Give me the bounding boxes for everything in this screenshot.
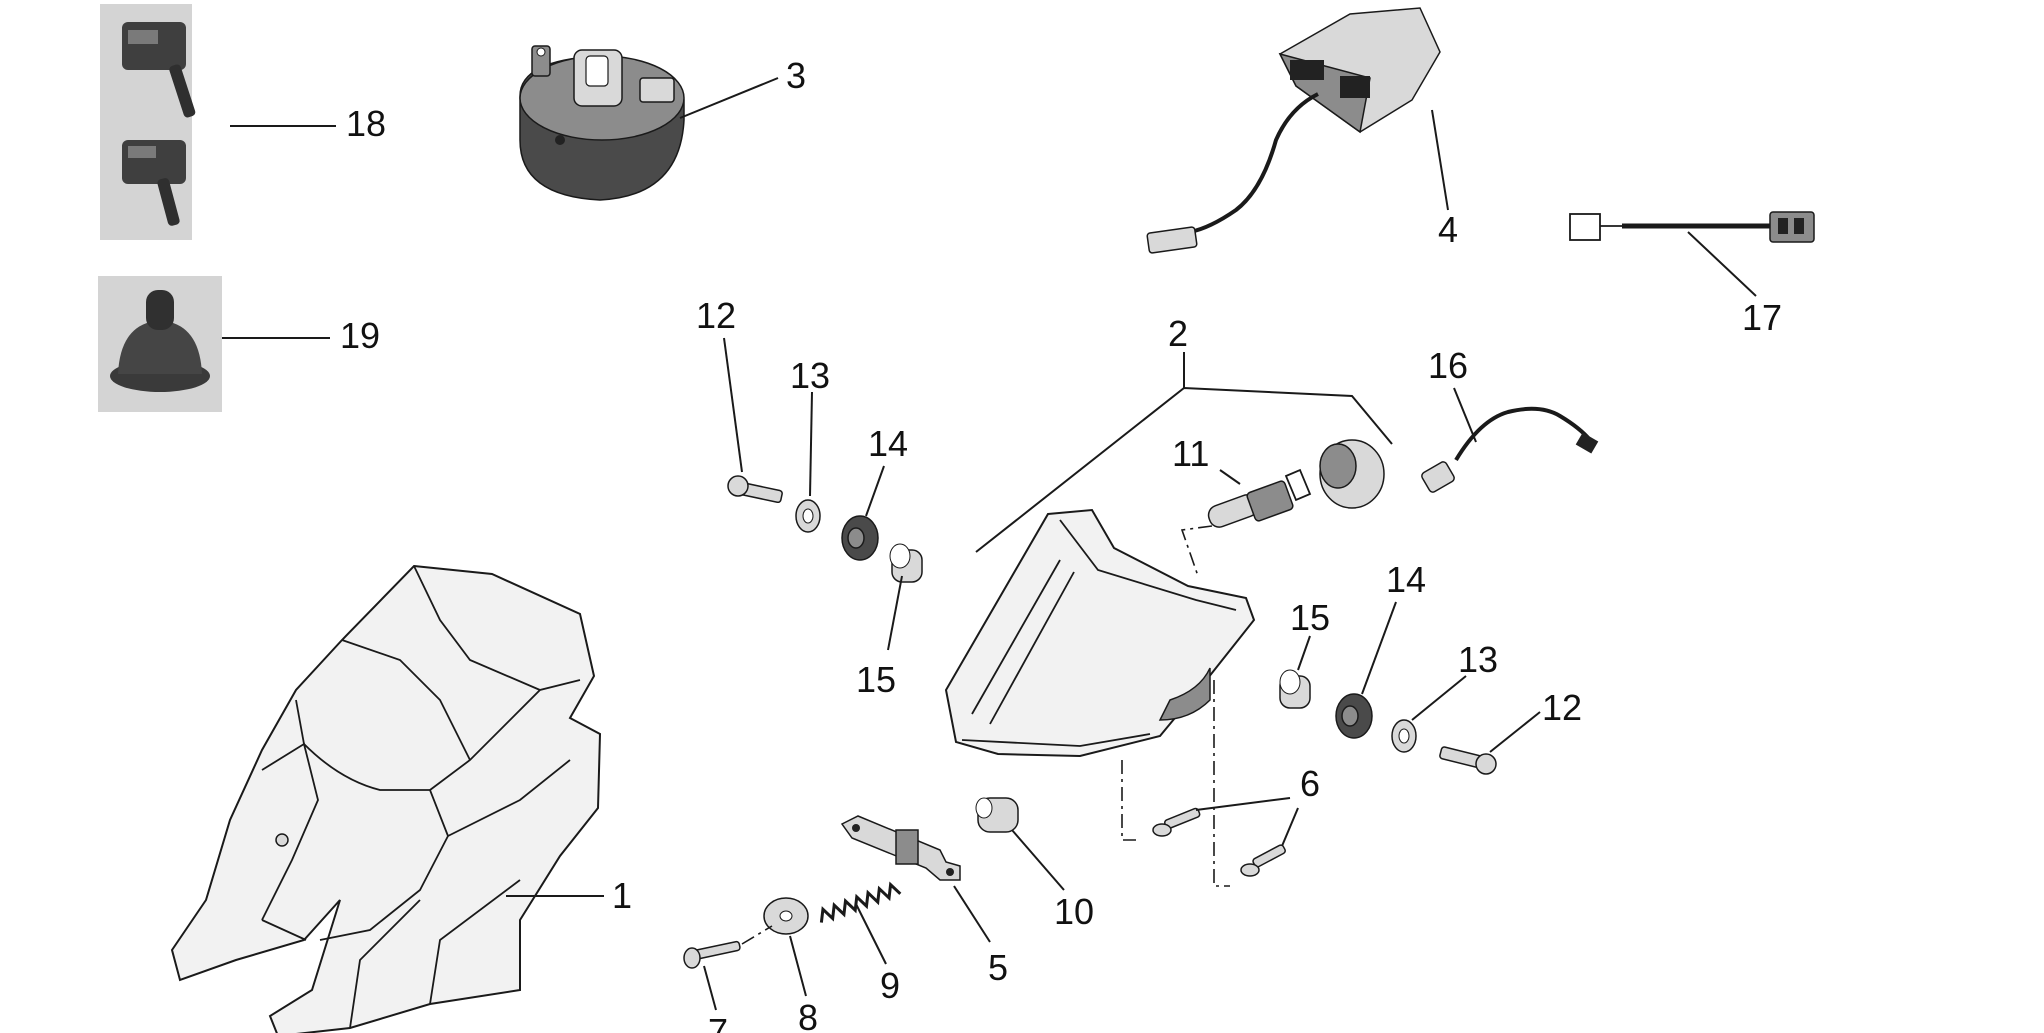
part-13-washer-left [795,499,821,533]
leader-14a [865,465,885,517]
leader-17 [1687,231,1757,297]
callout-7: 7 [708,1011,728,1033]
leader-15a [887,575,903,651]
leader-10 [1011,829,1065,891]
leader-14b [1361,601,1397,695]
part-5-bracket [840,815,961,881]
leader-15b [1297,635,1311,671]
part-9-spring [819,881,902,923]
leader-6a [1195,797,1291,811]
leader-5 [953,885,991,943]
leader-7 [703,965,717,1011]
callout-3: 3 [786,55,806,96]
part-4-instrument-panel [1146,7,1441,254]
part-10-adjuster [975,797,1019,833]
part-7-screw [683,940,741,969]
leader-12b [1489,711,1541,753]
callout-5: 5 [988,947,1008,988]
part-14-grommet-left [841,515,879,561]
callout-12b: 12 [1542,687,1582,728]
callout-6: 6 [1300,763,1320,804]
callout-8: 8 [798,997,818,1033]
leader-16 [1453,387,1477,443]
part-12-bolt-right [1439,746,1497,775]
callout-13a: 13 [790,355,830,396]
part-13-washer-right [1391,719,1417,753]
part-8-washer [763,897,809,935]
part-16-parking-lamp-wire [1421,406,1599,493]
leader-9 [855,903,887,965]
leader-6b [1281,807,1299,847]
leader-8 [789,935,807,997]
callout-12a: 12 [696,295,736,336]
callout-16: 16 [1428,345,1468,386]
callout-15a: 15 [856,659,896,700]
callout-19: 19 [340,315,380,356]
part-11-bulb [1207,468,1312,528]
callout-18: 18 [346,103,386,144]
callout-15b: 15 [1290,597,1330,638]
leader-13b [1411,675,1467,721]
callout-2: 2 [1168,313,1188,354]
leader-3 [679,77,779,119]
headlight-body [944,508,1256,758]
callout-14a: 14 [868,423,908,464]
part-6-screws [1152,807,1286,877]
part-14-grommet-right [1335,693,1373,739]
callout-14b: 14 [1386,559,1426,600]
part-19-rubber-boot [98,276,222,412]
part-18-toggle-switches [100,4,196,240]
leader-4 [1431,109,1449,211]
leader-11 [1219,469,1241,485]
part-17-wiring-connector [1569,211,1815,243]
callout-10: 10 [1054,891,1094,932]
leader-13a [809,391,813,497]
callout-4: 4 [1438,209,1458,250]
part-12-bolt-left [727,475,783,504]
callout-1: 1 [612,875,632,916]
leader-2 [975,386,1393,553]
callout-11: 11 [1172,433,1209,474]
callout-9: 9 [880,965,900,1006]
callout-17: 17 [1742,297,1782,338]
leader-12a [723,337,743,473]
part-3-switch-housing [519,45,685,201]
callout-13b: 13 [1458,639,1498,680]
part-1-headlight-fairing [170,564,602,1033]
bulb-cap [1319,439,1385,509]
part-15-spacer-right [1279,669,1311,709]
part-15-spacer-left [889,543,923,583]
